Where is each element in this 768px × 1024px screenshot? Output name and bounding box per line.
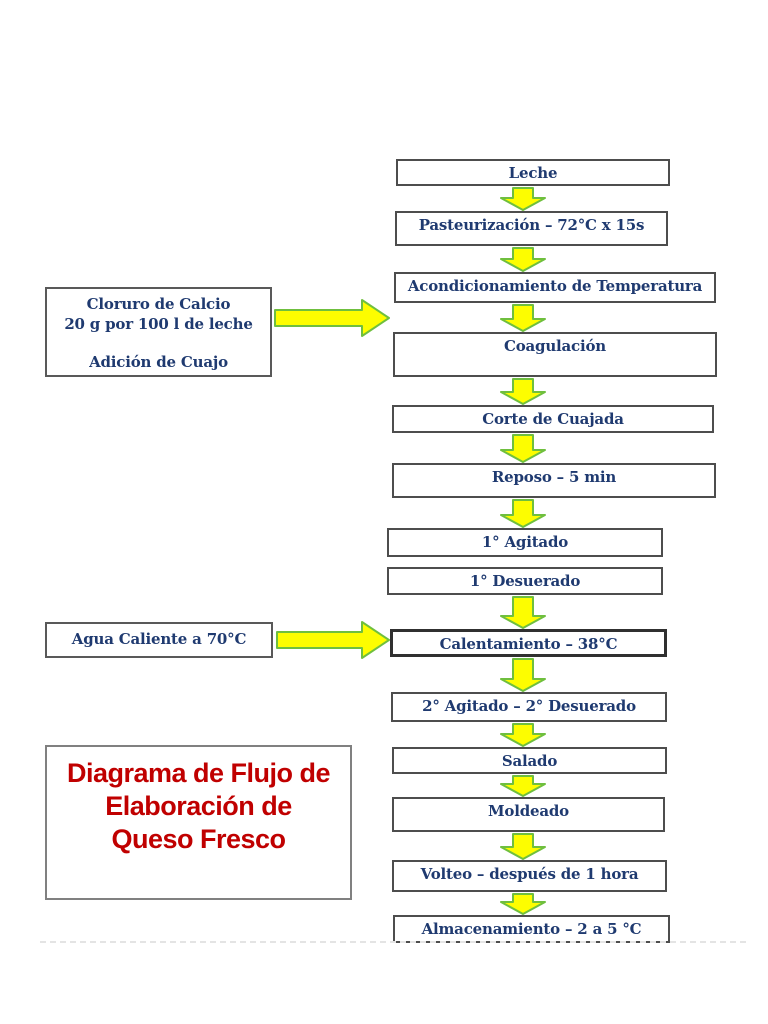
down-arrow-icon [500,378,546,405]
input-line: Cloruro de Calcio [86,295,231,313]
step-pasteurizacion: Pasteurización – 72°C x 15s [395,211,668,246]
down-arrow-icon [500,304,546,332]
faint-dashed-rule [40,941,746,943]
step-volteo: Volteo – después de 1 hora [392,860,667,892]
step-primer-desuerado: 1° Desuerado [387,567,663,595]
down-arrow-icon [500,893,546,915]
step-moldeado: Moldeado [392,797,665,832]
down-arrow-icon [500,658,546,692]
down-arrow-icon [500,499,546,528]
step-segundo-agitado-desuerado: 2° Agitado – 2° Desuerado [391,692,667,722]
step-leche: Leche [396,159,670,186]
step-acondicionamiento: Acondicionamiento de Temperatura [394,272,716,303]
input-box-agua-caliente: Agua Caliente a 70°C [45,622,273,658]
down-arrow-icon [500,833,546,860]
right-arrow-icon [276,620,390,660]
diagram-title-line: Diagrama de Flujo de [66,758,331,788]
down-arrow-icon [500,434,546,463]
step-salado: Salado [392,747,667,774]
step-coagulacion: Coagulación [393,332,717,377]
step-almacenamiento: Almacenamiento – 2 a 5 °C [393,915,670,943]
step-reposo: Reposo – 5 min [392,463,716,498]
input-line: Adición de Cuajo [89,353,228,371]
step-corte-de-cuajada: Corte de Cuajada [392,405,714,433]
down-arrow-icon [500,187,546,211]
down-arrow-icon [500,596,546,629]
right-arrow-icon [274,298,390,338]
input-line: Agua Caliente a 70°C [71,630,247,648]
diagram-title-box: Diagrama de Flujo de Elaboración de Ques… [45,745,352,900]
down-arrow-icon [500,723,546,747]
step-primer-agitado: 1° Agitado [387,528,663,557]
diagram-title-line: Queso Fresco [111,824,286,854]
step-calentamiento: Calentamiento – 38°C [390,629,667,657]
diagram-title-line: Elaboración de [105,791,292,821]
input-box-cloruro-de-calcio: Cloruro de Calcio 20 g por 100 l de lech… [45,287,272,377]
down-arrow-icon [500,247,546,272]
input-line: 20 g por 100 l de leche [64,315,253,333]
down-arrow-icon [500,775,546,797]
